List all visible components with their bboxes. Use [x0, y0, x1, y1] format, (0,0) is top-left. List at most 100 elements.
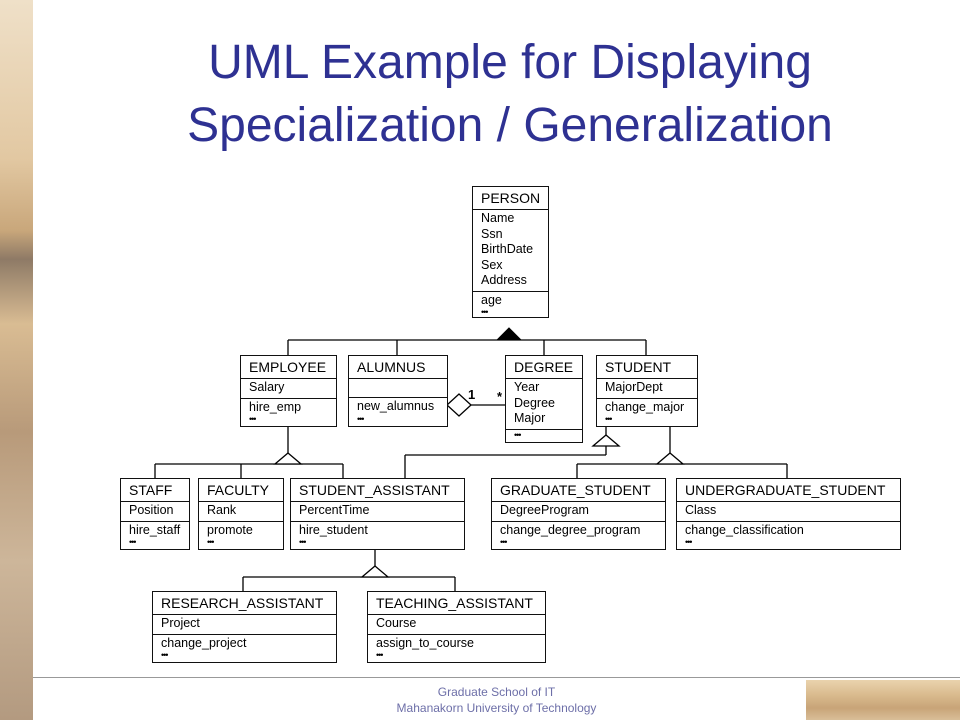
attribute: Project	[161, 616, 200, 630]
class-undergraduate-student: UNDERGRADUATE_STUDENT Class change_class…	[676, 478, 901, 550]
student-assistant-specialization-triangle	[360, 565, 390, 578]
attributes-section: Year Degree Major	[506, 378, 582, 429]
ellipsis: •••	[299, 537, 306, 547]
operations-section: age •••	[473, 290, 548, 319]
class-name: STUDENT_ASSISTANT	[299, 482, 450, 498]
attribute: Rank	[207, 503, 237, 517]
footer-school-name: Graduate School of IT	[437, 685, 556, 699]
operation: change_degree_program	[500, 522, 641, 537]
class-name: STUDENT	[605, 359, 672, 375]
attribute: Sex	[481, 257, 503, 272]
student-assistant-inheritance-triangle	[591, 434, 621, 447]
association-multiplicity-many: *	[497, 389, 503, 404]
operations-section: •••	[506, 428, 582, 441]
attributes-section: PercentTime	[291, 501, 464, 521]
ellipsis: •••	[129, 537, 136, 547]
attribute: Class	[685, 503, 717, 517]
attribute: Ssn	[481, 226, 503, 241]
class-name: PERSON	[481, 190, 541, 206]
operations-section: new_alumnus •••	[349, 397, 447, 425]
attributes-section: Rank	[199, 501, 283, 521]
ellipsis: •••	[481, 307, 488, 317]
attribute: Major	[514, 411, 546, 425]
ellipsis: •••	[514, 429, 521, 440]
attribute: DegreeProgram	[500, 503, 589, 517]
attribute: Degree	[514, 395, 555, 410]
class-name: EMPLOYEE	[249, 359, 327, 375]
ellipsis: •••	[357, 413, 364, 424]
background-photo-strip	[0, 0, 33, 720]
class-name: STAFF	[129, 482, 173, 498]
class-alumnus: ALUMNUS new_alumnus •••	[348, 355, 448, 427]
class-name: TEACHING_ASSISTANT	[376, 595, 533, 611]
attributes-section: Position	[121, 501, 189, 521]
operation: age	[481, 292, 502, 307]
operations-section: promote •••	[199, 520, 283, 549]
attribute	[357, 380, 447, 395]
operations-section: change_project •••	[153, 633, 336, 662]
student-specialization-triangle	[655, 452, 685, 465]
attribute: PercentTime	[299, 503, 370, 517]
attribute: Salary	[249, 380, 285, 394]
operations-section: change_major •••	[597, 397, 697, 426]
attributes-section	[349, 378, 447, 397]
attributes-section: Salary	[241, 378, 336, 398]
operations-section: hire_student •••	[291, 520, 464, 549]
class-graduate-student: GRADUATE_STUDENT DegreeProgram change_de…	[491, 478, 666, 550]
class-degree: DEGREE Year Degree Major •••	[505, 355, 583, 443]
attribute: BirthDate	[481, 242, 534, 256]
class-teaching-assistant: TEACHING_ASSISTANT Course assign_to_cour…	[367, 591, 546, 663]
operation: change_project	[161, 635, 247, 650]
person-specialization-filled-diamond	[495, 327, 523, 341]
class-student-assistant: STUDENT_ASSISTANT PercentTime hire_stude…	[290, 478, 465, 550]
operation: new_alumnus	[357, 399, 435, 413]
attribute: MajorDept	[605, 380, 663, 394]
class-faculty: FACULTY Rank promote •••	[198, 478, 284, 550]
operations-section: change_degree_program •••	[492, 520, 665, 549]
attributes-section: Project	[153, 614, 336, 634]
operation: hire_staff	[129, 522, 181, 537]
slide-title-line1: UML Example for Displaying	[208, 36, 812, 89]
operation: assign_to_course	[376, 635, 474, 650]
class-employee: EMPLOYEE Salary hire_emp •••	[240, 355, 337, 427]
operation: change_classification	[685, 522, 804, 537]
operation: change_major	[605, 399, 685, 414]
attributes-section: Name Ssn BirthDate Sex Address	[473, 209, 548, 291]
attributes-section: Class	[677, 501, 900, 521]
ellipsis: •••	[685, 537, 692, 547]
attributes-section: DegreeProgram	[492, 501, 665, 521]
operations-section: hire_staff •••	[121, 520, 189, 549]
class-name: FACULTY	[207, 482, 269, 498]
class-person: PERSON Name Ssn BirthDate Sex Address ag…	[472, 186, 549, 318]
employee-specialization-triangle	[273, 452, 303, 465]
class-research-assistant: RESEARCH_ASSISTANT Project change_projec…	[152, 591, 337, 663]
ellipsis: •••	[605, 414, 612, 424]
class-name: GRADUATE_STUDENT	[500, 482, 651, 498]
class-name: ALUMNUS	[357, 359, 426, 375]
attribute: Year	[514, 380, 540, 394]
operation: promote	[207, 522, 253, 537]
alumnus-association-diamond	[446, 393, 472, 417]
attributes-section: MajorDept	[597, 378, 697, 398]
attributes-section: Course	[368, 614, 545, 634]
operations-section: assign_to_course •••	[368, 633, 545, 662]
association-multiplicity-one: 1	[468, 387, 476, 402]
attribute: Position	[129, 503, 174, 517]
footer-university-name: Mahanakorn University of Technology	[396, 701, 597, 715]
ellipsis: •••	[207, 537, 214, 547]
footer-background-photo	[806, 680, 960, 720]
attribute: Course	[376, 616, 417, 630]
class-staff: STAFF Position hire_staff •••	[120, 478, 190, 550]
attribute: Address	[481, 273, 527, 287]
class-name: UNDERGRADUATE_STUDENT	[685, 482, 886, 498]
ellipsis: •••	[161, 650, 168, 660]
slide-title-line2: Specialization / Generalization	[187, 99, 833, 152]
class-name: DEGREE	[514, 359, 574, 375]
class-name: RESEARCH_ASSISTANT	[161, 595, 324, 611]
attribute: Name	[481, 211, 515, 225]
footer-divider	[33, 677, 960, 678]
operations-section: change_classification •••	[677, 520, 900, 549]
operations-section: hire_emp •••	[241, 397, 336, 426]
ellipsis: •••	[500, 537, 507, 547]
